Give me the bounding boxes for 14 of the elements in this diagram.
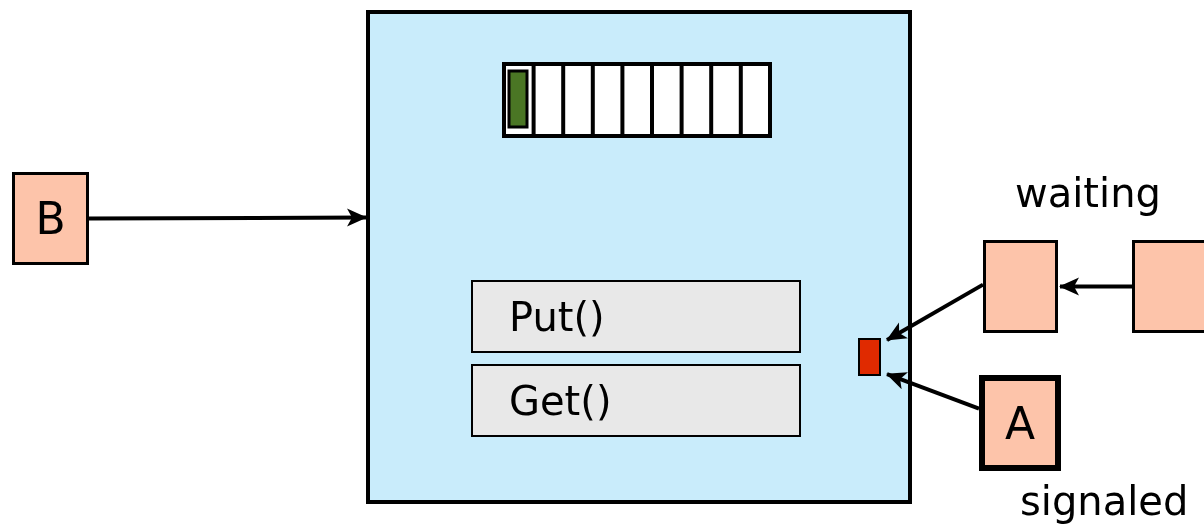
thread-box <box>1132 240 1204 333</box>
arrow <box>1059 277 1132 296</box>
state-label: waiting <box>1015 170 1161 216</box>
method-box: Get() <box>471 364 801 437</box>
arrow <box>886 282 984 342</box>
state-label: signaled <box>1020 478 1189 524</box>
arrow <box>886 372 980 411</box>
thread-box: B <box>12 172 89 265</box>
thread-box: A <box>979 375 1061 471</box>
thread-box <box>983 240 1058 333</box>
arrow <box>89 208 367 227</box>
monitor-box <box>366 10 912 504</box>
method-box: Put() <box>471 280 801 353</box>
condition-marker <box>858 338 881 376</box>
